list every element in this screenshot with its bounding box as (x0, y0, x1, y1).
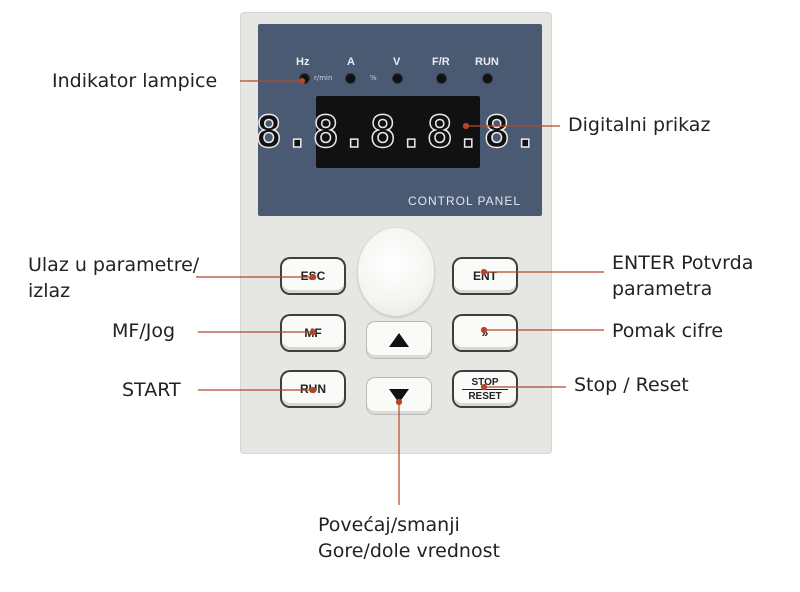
label-shift: Pomak cifre (612, 320, 724, 342)
dot-esc (309, 273, 317, 281)
label-digital-display: Digitalni prikaz (568, 114, 711, 136)
dot-stop (480, 383, 488, 391)
potentiometer-knob[interactable] (358, 228, 434, 316)
up-button[interactable] (367, 322, 431, 358)
down-arrow-icon (389, 389, 409, 403)
dot-indicators (298, 77, 306, 85)
led-label-a: A (347, 56, 355, 68)
label-mf-jog: MF/Jog (112, 320, 176, 342)
label-ent: ENTER Potvrda parametra (612, 252, 754, 300)
led-fr (437, 74, 446, 83)
led-hz (300, 74, 309, 83)
led-label-v: V (393, 56, 401, 68)
dot-shift (480, 326, 488, 334)
digital-display: 8.8.8.8.8. (255, 96, 539, 168)
led-label-run: RUN (475, 56, 499, 68)
dot-display (462, 122, 470, 130)
ent-button[interactable]: ENT (454, 259, 516, 293)
up-arrow-icon (389, 333, 409, 347)
label-esc: Ulaz u parametre/ izlaz (28, 254, 200, 302)
panel-title: CONTROL PANEL (408, 194, 522, 208)
dot-ent (480, 268, 488, 276)
label-updown-1: Povećaj/smanji (318, 514, 460, 536)
led-run (483, 74, 492, 83)
led-unit-percent: % (370, 74, 377, 82)
reset-label: RESET (468, 390, 502, 402)
stop-label: STOP (471, 376, 499, 388)
display-digits: 8.8.8.8.8. (255, 106, 541, 159)
label-updown-2: Gore/dole vrednost (318, 540, 500, 562)
dot-updown (395, 398, 403, 406)
dot-start (309, 386, 317, 394)
led-a (346, 74, 355, 83)
label-stop-reset: Stop / Reset (574, 374, 689, 396)
led-label-fr: F/R (432, 56, 450, 68)
led-unit-rpm: r/min (314, 74, 333, 82)
label-indicator-lamps: Indikator lampice (52, 70, 218, 92)
led-label-hz: Hz (296, 56, 310, 68)
led-v (393, 74, 402, 83)
label-start: START (122, 379, 181, 401)
shift-digit-button[interactable]: » (454, 316, 516, 350)
dot-mf (309, 328, 317, 336)
